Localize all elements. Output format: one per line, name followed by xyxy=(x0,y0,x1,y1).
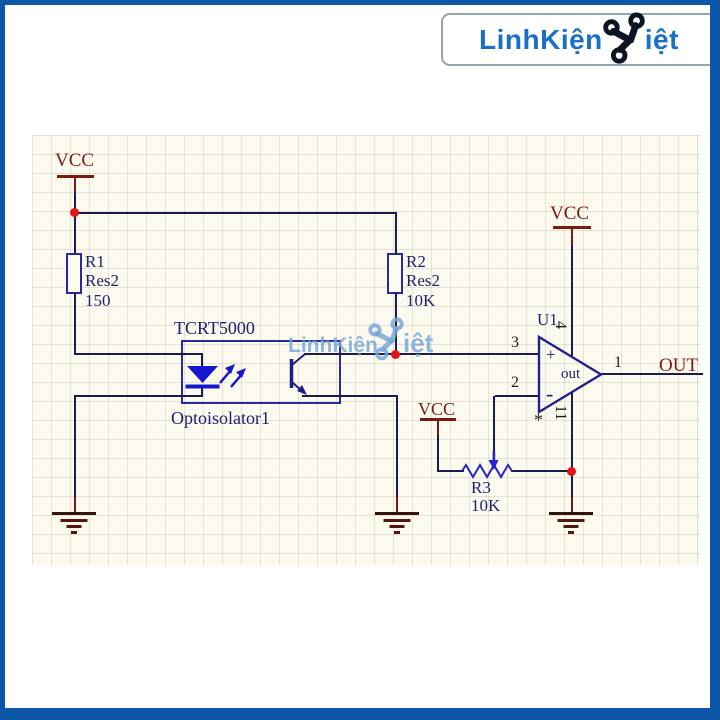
vcc-bar-icon xyxy=(57,175,94,178)
resistor-r1-body xyxy=(66,253,82,294)
opamp-star-mark: * xyxy=(534,410,543,430)
wire xyxy=(304,353,539,355)
vcc-net-label: VCC xyxy=(418,399,456,419)
wire xyxy=(511,470,572,472)
wire xyxy=(396,497,398,513)
pin1-label: 1 xyxy=(614,354,622,371)
wire xyxy=(571,228,573,246)
potentiometer-icon xyxy=(461,451,513,479)
wire xyxy=(201,387,203,397)
r3-value: 10K xyxy=(471,496,501,515)
watermark-text-left: LinhKiện xyxy=(288,334,378,357)
wire xyxy=(571,393,573,473)
wire xyxy=(493,396,495,455)
resistor-r2-body xyxy=(387,253,403,294)
junction-dot xyxy=(70,208,79,217)
wire xyxy=(74,212,397,214)
vcc-net-label: VCC xyxy=(550,203,590,224)
wire xyxy=(74,497,76,513)
pin4-label: 4 xyxy=(552,321,569,329)
opamp-minus-input: - xyxy=(546,381,554,406)
optoisolator-internals xyxy=(185,353,307,395)
wire xyxy=(396,395,398,498)
wire xyxy=(601,373,703,375)
wire xyxy=(74,395,76,498)
opamp-out-text: out xyxy=(561,366,581,382)
phototransistor-icon xyxy=(289,353,307,395)
watermark-v-icon xyxy=(368,317,404,361)
wire xyxy=(495,395,539,397)
wire xyxy=(74,177,76,195)
wire xyxy=(74,395,203,397)
opamp-plus-input: + xyxy=(546,345,556,364)
wire xyxy=(437,435,439,472)
junction-dot xyxy=(567,467,576,476)
wire xyxy=(302,395,398,397)
r1-designator: R1 xyxy=(85,252,105,271)
out-net-label: OUT xyxy=(659,355,699,376)
logo-text-left: LinhKiện xyxy=(479,23,603,55)
r2-type: Res2 xyxy=(406,271,440,290)
r3-designator: R3 xyxy=(471,478,491,497)
logo-text-right: iệt xyxy=(644,23,679,55)
opto-designator: Optoisolator1 xyxy=(171,408,270,428)
opto-part-label: TCRT5000 xyxy=(174,318,255,338)
led-icon xyxy=(185,366,220,389)
ir-arrows-icon xyxy=(219,364,246,388)
vcc-net-label: VCC xyxy=(55,150,95,171)
wire xyxy=(437,420,439,437)
pin2-label: 2 xyxy=(511,374,519,391)
wire xyxy=(395,293,397,356)
wire xyxy=(395,212,397,254)
pin11-label: 11 xyxy=(552,405,569,421)
wire xyxy=(571,472,573,498)
vcc-bar-icon xyxy=(553,226,591,229)
wire xyxy=(571,497,573,513)
wire xyxy=(74,353,203,355)
r2-value: 10K xyxy=(406,291,436,310)
optoisolator-box xyxy=(181,340,341,404)
wire xyxy=(437,470,464,472)
r1-type: Res2 xyxy=(85,271,119,290)
wire xyxy=(74,293,76,354)
junction-dot xyxy=(391,350,400,359)
opamp-triangle xyxy=(537,334,604,415)
logo-v-icon xyxy=(603,12,645,64)
wire xyxy=(201,353,203,367)
opamp-designator: U1 xyxy=(537,310,558,329)
linhkienviet-logo: LinhKiện iệt xyxy=(441,12,710,66)
pin3-label: 3 xyxy=(511,334,519,351)
schematic-sheet xyxy=(32,135,700,565)
wire xyxy=(74,193,76,253)
r1-value: 150 xyxy=(85,291,111,310)
wiper-arrow-icon xyxy=(488,451,499,470)
wire xyxy=(571,245,573,357)
r2-designator: R2 xyxy=(406,252,426,271)
watermark-text-right: iệt xyxy=(403,328,434,358)
vcc-bar-icon xyxy=(420,418,456,421)
